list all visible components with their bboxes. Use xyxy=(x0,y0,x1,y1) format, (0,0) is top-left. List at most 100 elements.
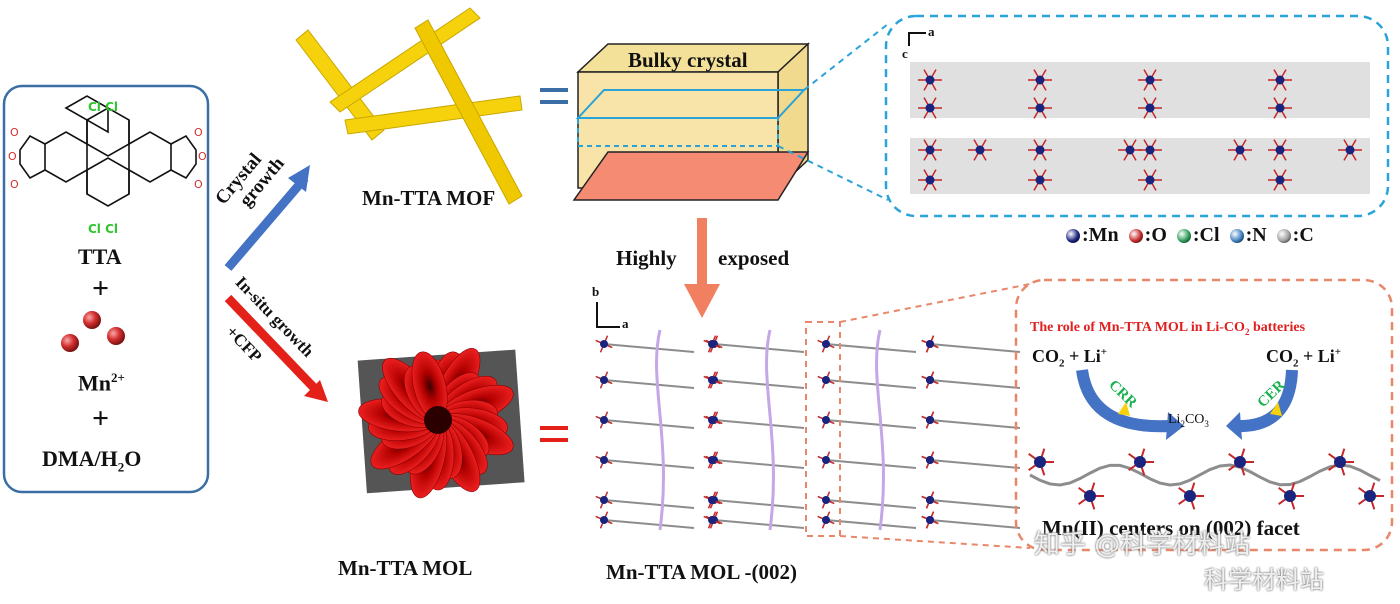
legend-ball-icon xyxy=(1229,228,1244,243)
tta-oxygens: OOO OOO xyxy=(8,126,207,191)
legend-item: :N xyxy=(1229,224,1267,247)
crystal-label: Bulky crystal xyxy=(628,48,748,72)
mn-atom xyxy=(1275,103,1285,113)
plus-sign-1: + xyxy=(92,272,110,305)
watermark-line2: 科学材料站 xyxy=(1204,566,1324,594)
linker xyxy=(929,343,1021,353)
mn-atom xyxy=(1364,490,1376,502)
highly-label: Highly xyxy=(616,246,677,270)
svg-text:O: O xyxy=(198,150,207,163)
svg-text:O: O xyxy=(194,178,203,191)
mn-atom xyxy=(1275,175,1285,185)
mn-atom xyxy=(1035,75,1045,85)
mn-atom xyxy=(1035,175,1045,185)
svg-text:O: O xyxy=(10,178,19,191)
linker xyxy=(929,379,1021,389)
legend-label: :O xyxy=(1144,224,1167,246)
product-label: Li2CO3 xyxy=(1168,412,1209,429)
linker xyxy=(713,459,805,469)
plus-sign-2: + xyxy=(92,402,110,435)
linker xyxy=(713,419,805,429)
reactant-frame xyxy=(2,84,210,494)
mn-atom xyxy=(1275,75,1285,85)
legend-ball-icon xyxy=(1176,228,1191,243)
mn-atom xyxy=(1184,490,1196,502)
exposed-label: exposed xyxy=(718,246,790,270)
mn-atom xyxy=(822,376,830,384)
mn-atom xyxy=(1234,456,1246,468)
legend-label: :N xyxy=(1245,224,1267,246)
legend-item: :C xyxy=(1276,224,1314,247)
linker xyxy=(825,459,917,469)
metal-ion-label: Mn2+ xyxy=(78,370,125,396)
axis-bottom-a: a xyxy=(622,316,629,331)
mn-atom xyxy=(1134,456,1146,468)
mn-atom xyxy=(600,340,608,348)
linker xyxy=(713,343,805,353)
mn-atom xyxy=(708,496,716,504)
mn-atom xyxy=(600,416,608,424)
mn-atom xyxy=(926,376,934,384)
watermark-line1: 知乎 @科学材料站 xyxy=(1034,530,1251,560)
linker xyxy=(603,419,695,429)
linker xyxy=(603,499,695,509)
mn-atoms-top xyxy=(918,69,1362,191)
mn-atom xyxy=(1145,75,1155,85)
mn-ion-ball xyxy=(107,327,125,345)
mn-ion-ball xyxy=(61,334,79,352)
battery-caption: Mn(II) centers on (002) facet xyxy=(1042,516,1300,540)
solvent-label: DMA/H2O xyxy=(42,446,142,475)
chain-backbone xyxy=(1029,463,1381,487)
crr-arrow xyxy=(1076,368,1171,433)
mn-atom xyxy=(1284,490,1296,502)
mn-atom xyxy=(600,496,608,504)
battery-frame xyxy=(1014,278,1394,552)
mn-atom xyxy=(708,456,716,464)
mn-chain xyxy=(1028,448,1384,510)
legend-item: :Mn xyxy=(1066,224,1119,247)
mn-atom xyxy=(1334,456,1346,468)
mn-atom xyxy=(600,376,608,384)
legend-item: :O xyxy=(1128,224,1167,247)
legend-item: :Cl xyxy=(1176,224,1220,247)
mn-atom xyxy=(1145,103,1155,113)
linker xyxy=(603,459,695,469)
mn-atom xyxy=(822,416,830,424)
mn-atom xyxy=(926,416,934,424)
crystal-structure-render xyxy=(910,62,1370,194)
mn-atom xyxy=(925,145,935,155)
mn-atom xyxy=(926,456,934,464)
mol-lattice xyxy=(595,329,1021,531)
solvent-chain xyxy=(655,329,665,531)
solvent-chain xyxy=(765,329,775,531)
legend-ball-icon xyxy=(1128,228,1143,243)
legend-ball-icon xyxy=(1066,228,1080,243)
linker xyxy=(603,519,695,529)
element-legend: :Mn :O :Cl :N :C xyxy=(1066,224,1314,247)
linker xyxy=(929,419,1021,429)
axis-bottom-icon xyxy=(596,302,620,328)
mol-facet-label: Mn-TTA MOL -(002) xyxy=(606,560,797,584)
mn-atom xyxy=(1275,145,1285,155)
axis-bottom-b: b xyxy=(592,284,600,299)
mn-atom xyxy=(822,516,830,524)
ligand-name: TTA xyxy=(78,244,122,269)
mn-atom xyxy=(708,516,716,524)
crystal-growth-arrow xyxy=(224,175,309,271)
mn-atom xyxy=(926,496,934,504)
linker xyxy=(603,379,695,389)
mn-atom xyxy=(708,340,716,348)
mol-flower xyxy=(357,348,525,499)
legend-label: :Mn xyxy=(1082,224,1119,246)
axis-top-icon xyxy=(908,32,926,46)
svg-text:O: O xyxy=(8,150,17,163)
svg-text:O: O xyxy=(10,126,19,139)
mn-atom xyxy=(1035,145,1045,155)
linker xyxy=(929,499,1021,509)
mn-atom xyxy=(1034,456,1046,468)
legend-label: :C xyxy=(1292,224,1314,246)
linker xyxy=(713,499,805,509)
mn-atom xyxy=(925,75,935,85)
mn-ion-ball xyxy=(83,311,101,329)
